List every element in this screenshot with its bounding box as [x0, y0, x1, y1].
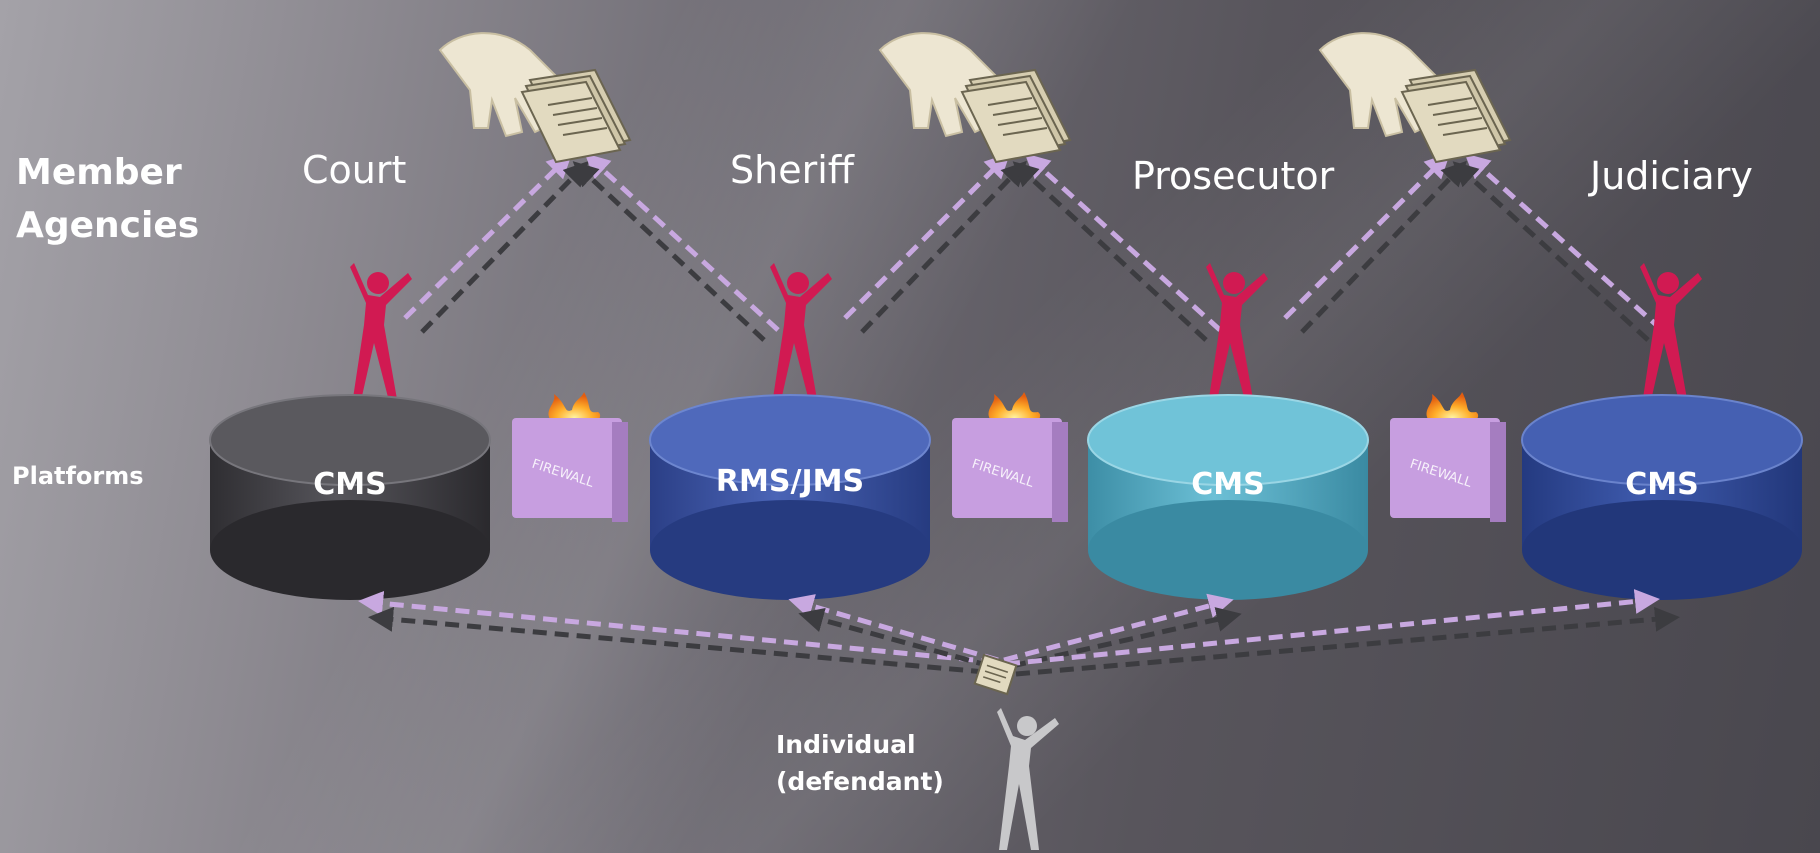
firewall-icon: FIREWALL — [512, 392, 628, 522]
agency-label-sheriff: Sheriff — [730, 148, 854, 192]
flame-icon — [1426, 392, 1479, 424]
flame-icon — [988, 392, 1041, 424]
hand-document-icon — [878, 32, 1072, 164]
defendant-icon — [997, 708, 1059, 850]
individual-line-2: (defendant) — [776, 767, 944, 796]
hand-document-icon — [1318, 32, 1512, 164]
database-cylinder-icon — [1521, 394, 1803, 600]
hand-document-icon — [438, 32, 632, 164]
arrows-to-documents — [403, 152, 1664, 342]
document-icon — [973, 653, 1018, 696]
person-icon — [1206, 263, 1268, 405]
agency-label-prosecutor: Prosecutor — [1132, 154, 1335, 198]
person-icon — [350, 263, 412, 405]
member-agencies-word-2: Agencies — [16, 205, 200, 246]
platforms-label: Platforms — [12, 462, 144, 490]
person-icon — [1640, 263, 1702, 405]
platform-label-3: CMS — [1191, 467, 1265, 502]
firewall-icon: FIREWALL — [1390, 392, 1506, 522]
agency-label-court: Court — [302, 148, 407, 192]
database-cylinder-icon — [1087, 394, 1369, 600]
platform-label-1: CMS — [313, 467, 387, 502]
flame-icon — [548, 392, 601, 424]
firewall-icon: FIREWALL — [952, 392, 1068, 522]
database-cylinder-icon — [209, 394, 491, 600]
member-agencies-word-1: Member — [16, 152, 182, 193]
arrows-individual-platforms — [358, 589, 1680, 677]
person-icon — [770, 263, 832, 405]
platform-label-2: RMS/JMS — [715, 464, 865, 499]
individual-defendant-label: Individual (defendant) — [776, 726, 944, 800]
agency-label-judiciary: Judiciary — [1590, 154, 1753, 198]
database-cylinder-icon — [649, 394, 931, 600]
platform-label-4: CMS — [1625, 467, 1699, 502]
individual-line-1: Individual — [776, 730, 916, 759]
